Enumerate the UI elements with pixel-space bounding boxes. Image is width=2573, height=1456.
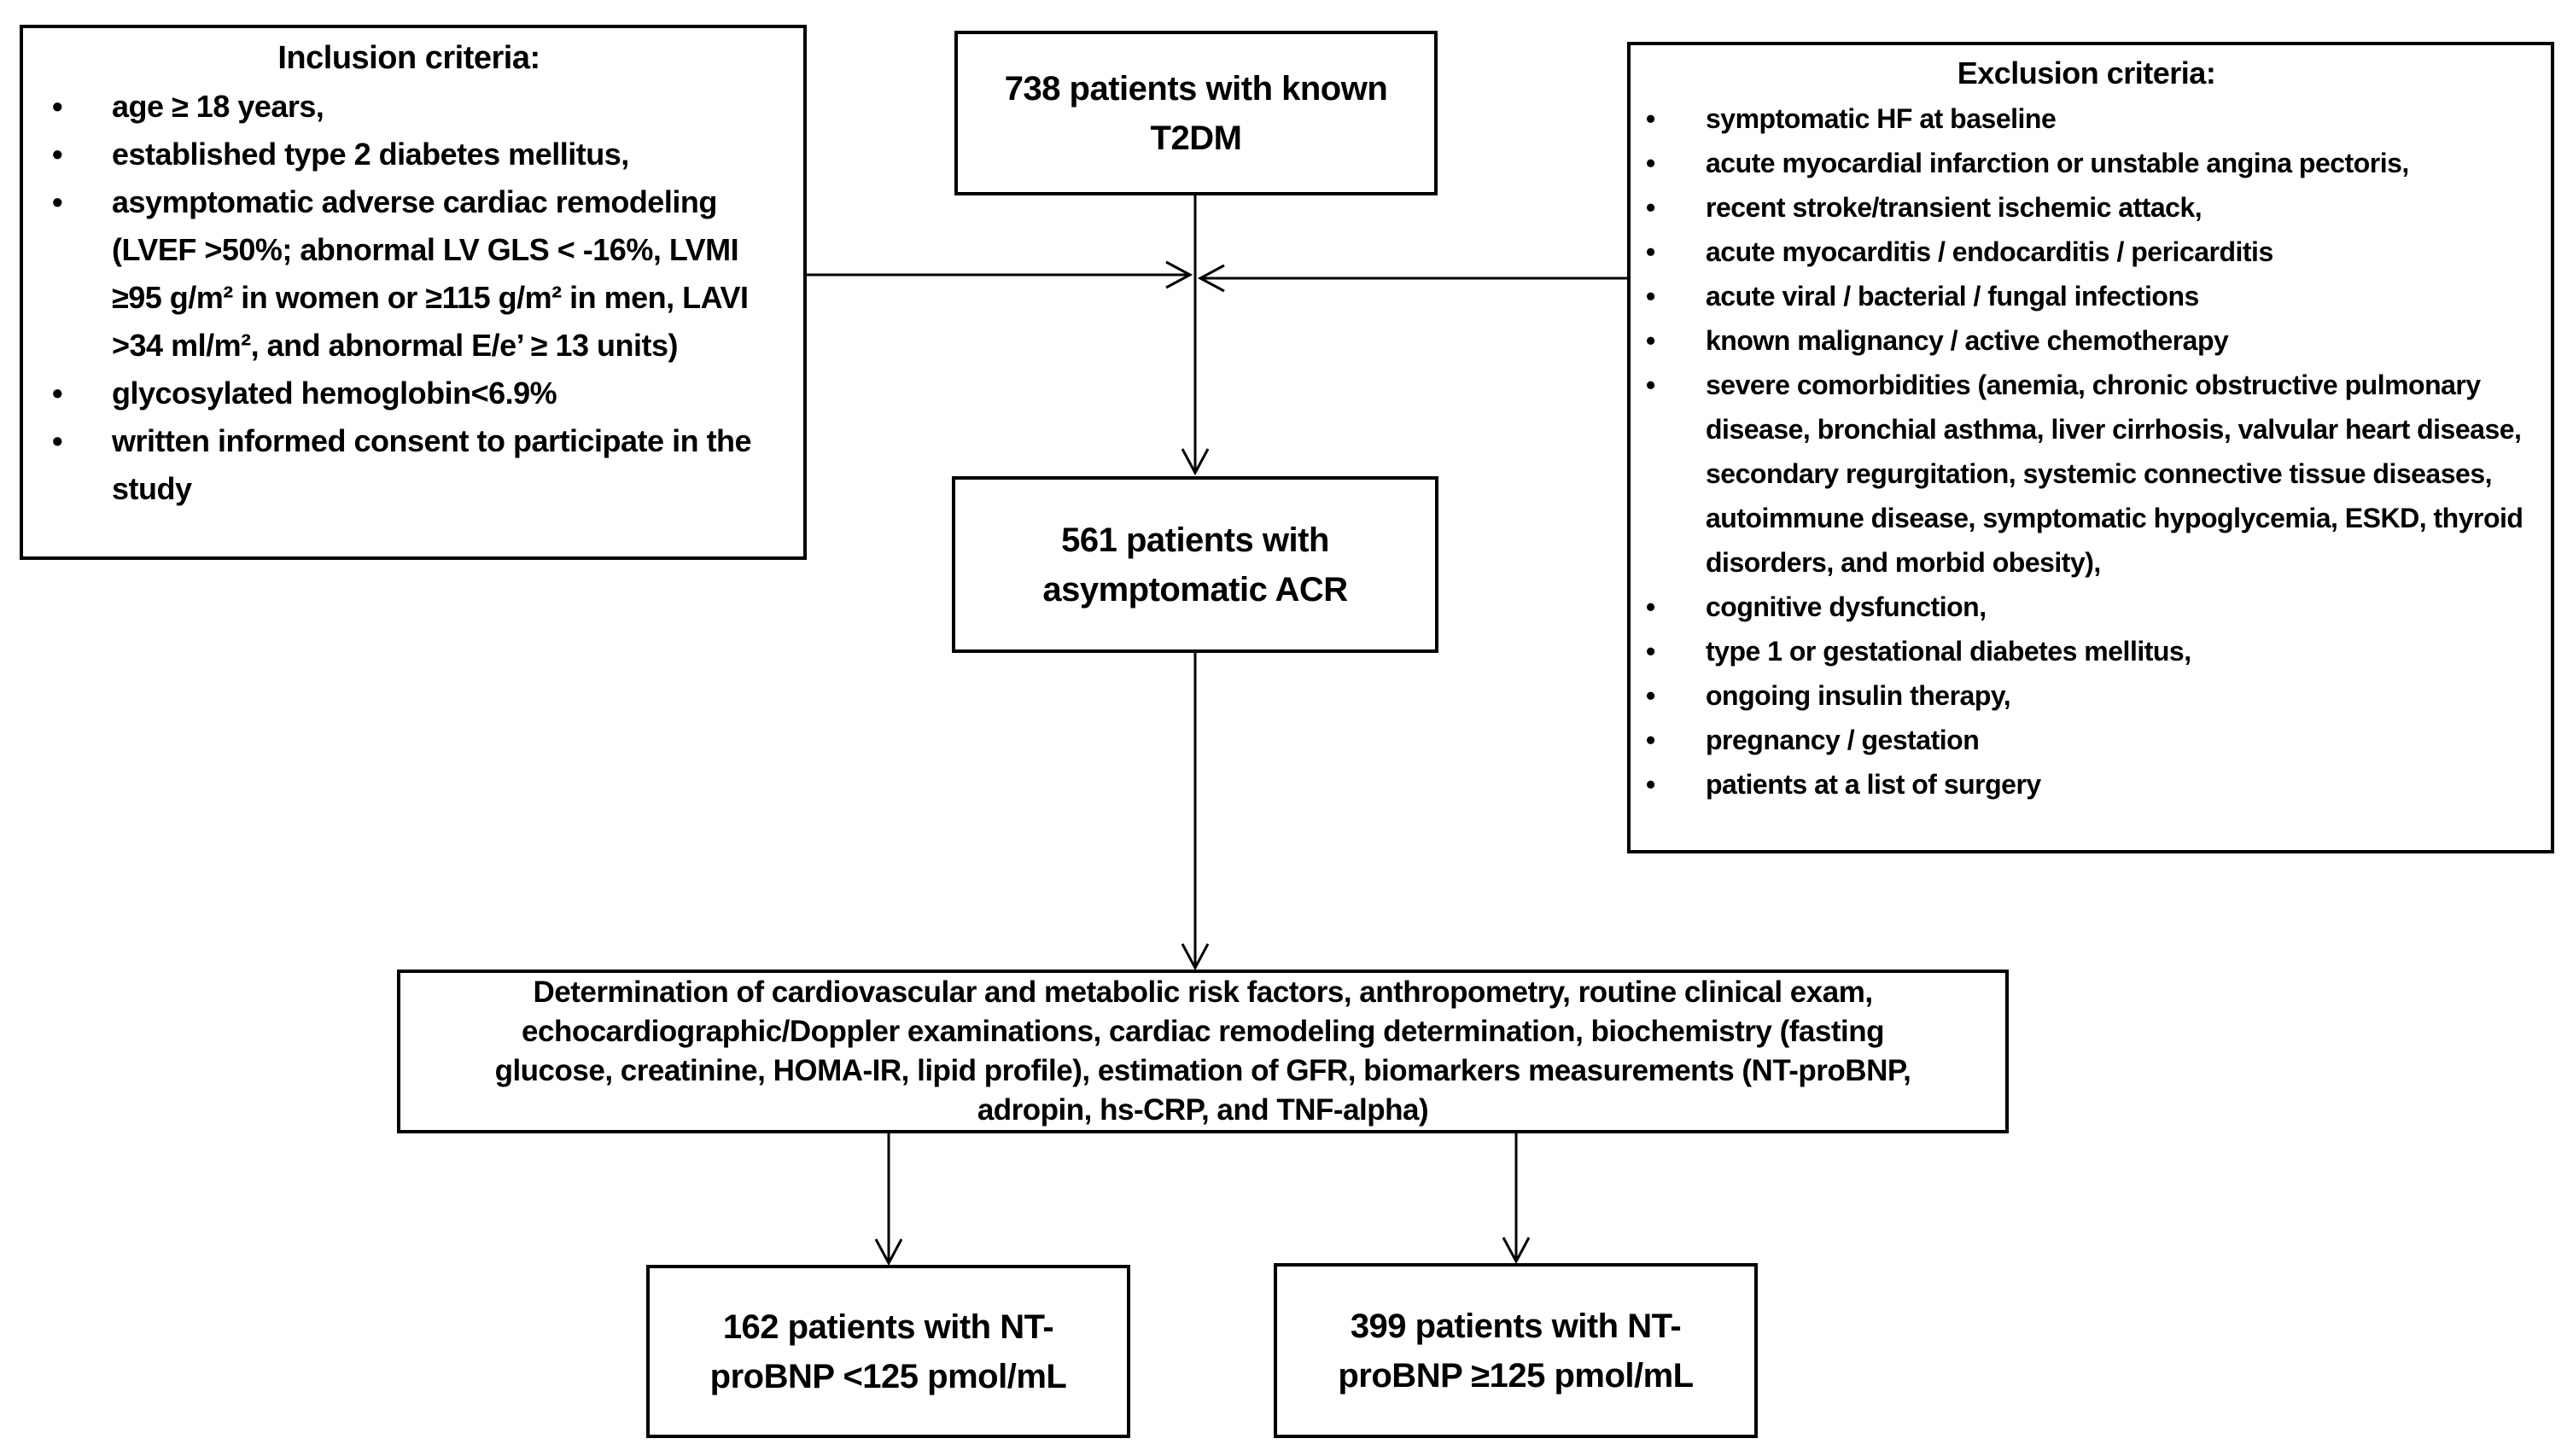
determination-text-line3: glucose, creatinine, HOMA-IR, lipid prof… <box>494 1054 1911 1087</box>
arrow-inclusion-to-junction <box>807 260 1193 289</box>
inclusion-criteria-title: Inclusion criteria: <box>277 40 540 76</box>
exclusion-criteria-box: Exclusion criteria: symptomatic HF at ba… <box>1627 42 2554 853</box>
inclusion-criteria-list: age ≥ 18 years, established type 2 diabe… <box>23 83 795 513</box>
exclusion-item: severe comorbidities (anemia, chronic ob… <box>1631 363 2542 585</box>
acr-patients-box: 561 patients with asymptomatic ACR <box>952 476 1438 653</box>
arrow-t2dm-to-acr <box>1181 195 1210 476</box>
arrowhead-right-icon <box>1165 260 1193 289</box>
arrow-acr-to-determination <box>1181 653 1210 971</box>
arrow-determination-to-nt-low <box>874 1133 903 1267</box>
acr-patients-text-line1: 561 patients with <box>1061 521 1329 559</box>
exclusion-item: cognitive dysfunction, <box>1631 585 2542 629</box>
inclusion-item: asymptomatic adverse cardiac remodeling … <box>23 178 795 370</box>
inclusion-item: established type 2 diabetes mellitus, <box>23 131 795 178</box>
nt-probnp-high-box: 399 patients with NT- proBNP ≥125 pmol/m… <box>1274 1263 1758 1438</box>
exclusion-item: acute viral / bacterial / fungal infecti… <box>1631 274 2542 318</box>
inclusion-criteria-box: Inclusion criteria: age ≥ 18 years, esta… <box>20 25 807 560</box>
nt-probnp-low-text-line1: 162 patients with NT- <box>722 1307 1054 1346</box>
exclusion-item: type 1 or gestational diabetes mellitus, <box>1631 629 2542 673</box>
arrowhead-down-icon <box>1181 943 1210 971</box>
nt-probnp-high-text-line1: 399 patients with NT- <box>1350 1307 1682 1345</box>
inclusion-item: glycosylated hemoglobin<6.9% <box>23 370 795 417</box>
exclusion-criteria-title: Exclusion criteria: <box>1957 55 2216 90</box>
inclusion-item: written informed consent to participate … <box>23 417 795 513</box>
nt-probnp-low-box: 162 patients with NT- proBNP <125 pmol/m… <box>646 1265 1130 1438</box>
arrow-determination-to-nt-high <box>1502 1133 1531 1265</box>
exclusion-criteria-list: symptomatic HF at baseline acute myocard… <box>1631 96 2542 807</box>
arrowhead-down-icon <box>1181 448 1210 476</box>
exclusion-item: pregnancy / gestation <box>1631 718 2542 762</box>
exclusion-item: acute myocarditis / endocarditis / peric… <box>1631 230 2542 274</box>
exclusion-item: patients at a list of surgery <box>1631 762 2542 807</box>
nt-probnp-low-text-line2: proBNP <125 pmol/mL <box>709 1357 1067 1395</box>
t2dm-patients-box: 738 patients with known T2DM <box>954 31 1438 195</box>
acr-patients-text-line2: asymptomatic ACR <box>1042 570 1348 609</box>
inclusion-item: age ≥ 18 years, <box>23 83 795 131</box>
exclusion-item: ongoing insulin therapy, <box>1631 673 2542 718</box>
t2dm-patients-text-line1: 738 patients with known <box>1004 69 1388 108</box>
determination-text-line2: echocardiographic/Doppler examinations, … <box>522 1015 1884 1048</box>
determination-text-line1: Determination of cardiovascular and meta… <box>533 976 1873 1009</box>
arrowhead-left-icon <box>1197 264 1225 293</box>
arrowhead-down-icon <box>1502 1237 1531 1265</box>
arrowhead-down-icon <box>874 1238 903 1267</box>
arrow-exclusion-to-junction <box>1197 264 1627 293</box>
determination-box: Determination of cardiovascular and meta… <box>397 970 2009 1133</box>
exclusion-item: recent stroke/transient ischemic attack, <box>1631 185 2542 230</box>
nt-probnp-high-text-line2: proBNP ≥125 pmol/mL <box>1338 1356 1694 1395</box>
exclusion-item: known malignancy / active chemotherapy <box>1631 318 2542 363</box>
exclusion-item: acute myocardial infarction or unstable … <box>1631 141 2542 185</box>
t2dm-patients-text-line2: T2DM <box>1150 119 1242 157</box>
determination-text-line4: adropin, hs-CRP, and TNF-alpha) <box>977 1093 1429 1127</box>
exclusion-item: symptomatic HF at baseline <box>1631 96 2542 141</box>
